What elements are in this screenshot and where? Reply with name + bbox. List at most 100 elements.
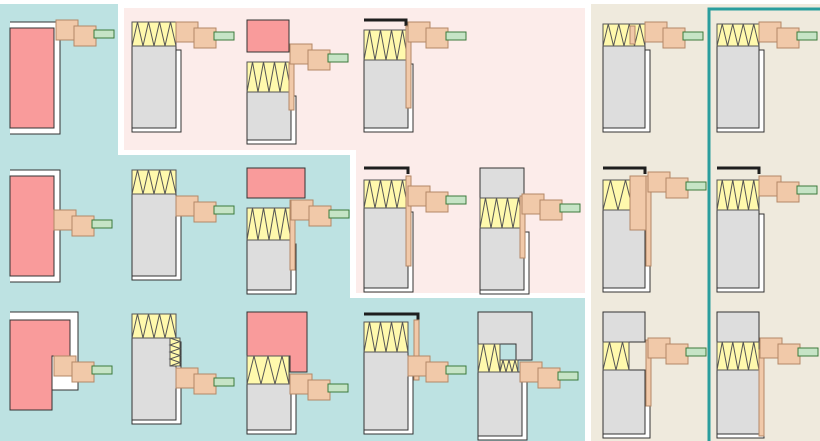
insulation-side-zigzag — [168, 337, 182, 367]
fitting-coupler — [539, 199, 563, 221]
pipe-stub — [328, 209, 350, 219]
pipe-stub — [445, 195, 467, 205]
fitting-coupler — [425, 361, 449, 383]
insulation-zigzag — [716, 179, 760, 211]
pipe-stub — [797, 347, 819, 357]
wall-face — [246, 91, 292, 141]
pipe-stub — [685, 347, 707, 357]
insulation-zigzag — [477, 343, 501, 373]
drip-strip — [629, 25, 636, 45]
insulation-batt — [602, 341, 630, 371]
pipe-stub — [445, 31, 467, 41]
pipe-stub — [796, 31, 818, 41]
wall-face — [477, 371, 523, 437]
fitting-coupler — [665, 343, 689, 365]
cell-r3-c7 — [716, 311, 819, 439]
cell-r1-c1 — [9, 19, 115, 135]
insulation-batt — [246, 207, 292, 241]
fitting-coupler — [537, 367, 561, 389]
wall-face — [479, 227, 525, 291]
red-block — [9, 27, 55, 129]
insulation-batt — [477, 343, 501, 373]
fitting-coupler — [307, 379, 331, 401]
red-block — [246, 19, 290, 53]
cell-r3-c4 — [363, 312, 467, 435]
cell-r1-c6 — [602, 21, 704, 133]
cell-r3-c6 — [602, 311, 707, 439]
insulation-zigzag — [602, 23, 646, 47]
insulation-batt — [363, 179, 409, 209]
red-l-block — [9, 319, 71, 411]
top-rail — [364, 18, 408, 26]
pipe-stub — [213, 31, 235, 41]
insulation-zigzag — [499, 359, 519, 373]
pipe-stub — [445, 365, 467, 375]
fitting-coupler — [193, 373, 217, 395]
insulation-zigzag — [716, 23, 760, 47]
pipe-stub — [213, 205, 235, 215]
drip-strip — [288, 61, 295, 111]
wall-face — [716, 209, 760, 289]
wall-face — [602, 369, 646, 435]
grey-block — [602, 311, 646, 343]
cell-r2-c7 — [716, 166, 818, 293]
fitting-sleeve — [629, 175, 647, 231]
drip-strip — [413, 319, 420, 381]
fitting-coupler — [71, 215, 95, 237]
fitting-coupler — [307, 49, 331, 71]
insulation-zigzag — [363, 29, 409, 61]
insulation-zigzag — [602, 179, 634, 211]
fitting-coupler — [776, 181, 800, 203]
cell-r3-c2 — [131, 313, 235, 425]
fitting-coupler — [193, 201, 217, 223]
insulation-zigzag — [131, 169, 177, 195]
fitting-coupler — [193, 27, 217, 49]
insulation-zigzag — [246, 61, 292, 93]
pipe-stub — [559, 203, 581, 213]
cell-r1-c4 — [363, 18, 467, 133]
pipe-stub — [327, 383, 349, 393]
red-block — [246, 167, 306, 199]
fitting-coupler — [425, 27, 449, 49]
drip-strip — [758, 349, 765, 437]
fitting-coupler — [665, 177, 689, 199]
cell-r1-c7 — [716, 21, 818, 133]
cell-r2-c4 — [363, 166, 467, 293]
wall-face — [363, 207, 409, 289]
top-rail — [364, 166, 410, 174]
insulation-zigzag — [246, 355, 290, 385]
insulation-zigzag — [131, 313, 177, 339]
insulation-batt — [716, 179, 760, 211]
insulation-batt — [716, 341, 760, 371]
top-rail — [603, 166, 647, 174]
fitting-coupler — [71, 361, 95, 383]
insulation-batt — [131, 169, 177, 195]
insulation-zigzag — [716, 341, 760, 371]
cell-r1-c3 — [246, 19, 349, 145]
cell-r2-c1 — [9, 169, 113, 283]
wall-face — [131, 337, 177, 421]
cell-r2-c2 — [131, 169, 235, 281]
grey-block — [716, 311, 760, 343]
pipe-stub — [91, 365, 113, 375]
insulation-zigzag — [602, 341, 630, 371]
pipe-stub — [685, 181, 707, 191]
wall-face — [363, 59, 409, 129]
cell-r1-c2 — [131, 21, 235, 133]
drip-strip — [405, 175, 412, 267]
fitting-coupler — [73, 25, 97, 47]
cell-r3-c3 — [246, 311, 349, 435]
fitting-coupler — [425, 191, 449, 213]
insulation-batt — [479, 197, 525, 229]
insulation-zigzag — [246, 207, 292, 241]
pipe-stub — [93, 29, 115, 39]
wall-face — [716, 45, 760, 129]
red-block — [9, 175, 55, 277]
grey-block — [479, 167, 525, 199]
pipe-stub — [796, 185, 818, 195]
wall-face — [602, 45, 646, 129]
wall-face — [246, 383, 292, 431]
top-rail — [364, 312, 420, 320]
detail-cells — [9, 18, 819, 441]
